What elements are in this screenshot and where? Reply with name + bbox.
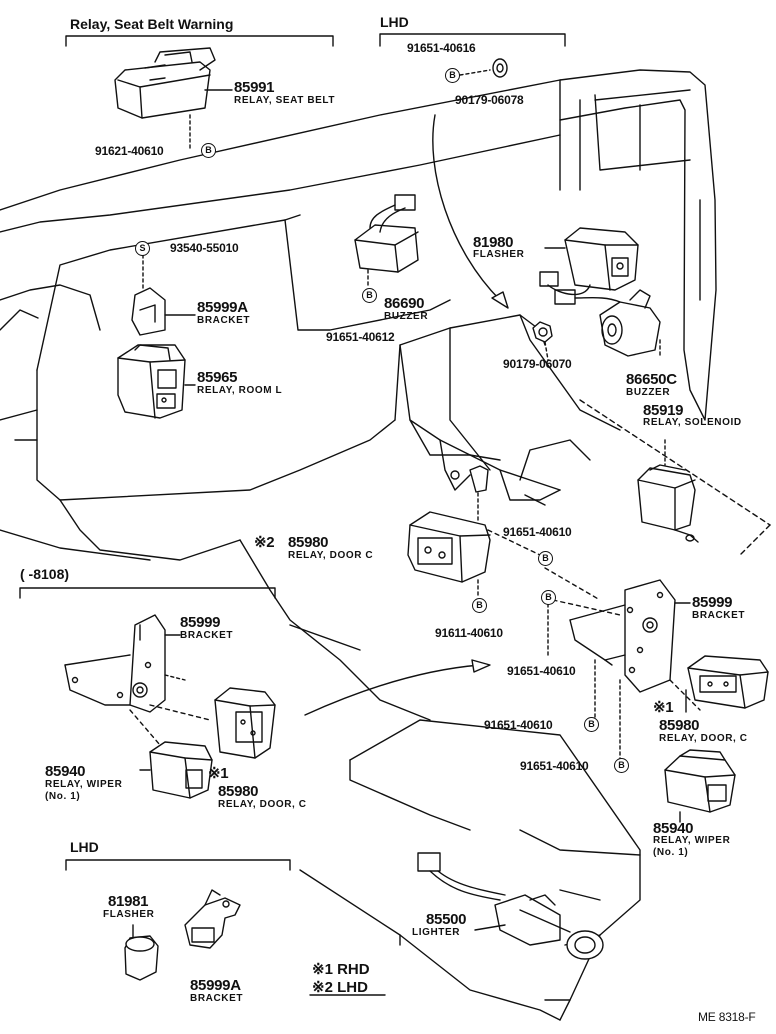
section-header-range-8108: ( -8108) [20, 566, 70, 582]
bolt-symbol-icon: B [201, 143, 216, 158]
bracket-85999-left-drawing [64, 614, 211, 746]
section-bracket-lhd-top [379, 33, 566, 47]
reference-arrow [304, 114, 509, 716]
part-number-85980-right: 85980 [659, 717, 700, 734]
bracket-85999-right-drawing [544, 567, 701, 761]
part-number-91651-40616: 91651-40616 [407, 41, 476, 55]
relay-door-c-center-drawing [407, 465, 541, 599]
buzzer-86650c-drawing [554, 289, 661, 357]
section-bracket-lhd-bottom [65, 859, 291, 871]
part-number-85940-right: 85940 [653, 820, 694, 837]
bolt-symbol-icon: B [614, 758, 629, 773]
flasher-81980-drawing [539, 227, 639, 296]
part-name-relay-door-c-center: RELAY, DOOR C [288, 550, 374, 561]
section-header-lhd-bottom: LHD [70, 839, 99, 855]
part-number-85999a-top: 85999A [197, 299, 248, 316]
part-name-relay-solenoid: RELAY, SOLENOID [643, 417, 742, 428]
relay-door-c-left-drawing [214, 687, 276, 759]
bolt-symbol-icon: B [584, 717, 599, 732]
flasher-81981-drawing [124, 924, 159, 981]
part-name-bracket-bottom: BRACKET [190, 993, 244, 1004]
part-number-90179-06070: 90179-06070 [503, 357, 572, 371]
part-name-relay-door-c-left: RELAY, DOOR, C [218, 799, 307, 810]
part-name-bracket-right: BRACKET [692, 610, 746, 621]
part-name-lighter: LIGHTER [412, 927, 461, 938]
part-name-relay-wiper-left: RELAY, WIPER [45, 779, 123, 790]
part-number-91651-40610-b: 91651-40610 [507, 664, 576, 678]
part-number-91651-40610-a: 91651-40610 [503, 525, 572, 539]
bolt-symbol-icon: B [362, 288, 377, 303]
section-header-seat-belt-warning: Relay, Seat Belt Warning [70, 16, 234, 32]
legend-lhd: ※2 LHD [312, 979, 368, 996]
section-bracket-seat-belt [65, 35, 334, 47]
part-number-85965: 85965 [197, 369, 238, 386]
relay-room-l-drawing [117, 344, 196, 419]
screw-symbol-icon: S [135, 241, 150, 256]
part-number-85940-left: 85940 [45, 763, 86, 780]
relay-door-c-right-drawing [685, 655, 769, 713]
part-number-91621-40610: 91621-40610 [95, 144, 164, 158]
buzzer-86690-drawing [354, 194, 419, 289]
relay-seat-belt-drawing [114, 47, 233, 149]
mark-1-right: ※1 [653, 699, 674, 716]
relay-wiper-left-drawing [139, 741, 213, 799]
part-number-91611-40610: 91611-40610 [435, 626, 503, 640]
part-number-85500: 85500 [426, 911, 467, 928]
part-number-91651-40610-c: 91651-40610 [484, 718, 553, 732]
nut-top-drawing [459, 58, 508, 78]
part-name-relay-seat-belt: RELAY, SEAT BELT [234, 95, 336, 106]
part-number-85999-right: 85999 [692, 594, 733, 611]
bolt-symbol-icon: B [541, 590, 556, 605]
bolt-symbol-icon: B [538, 551, 553, 566]
bracket-85999a-top-drawing [131, 254, 196, 336]
bolt-symbol-icon: B [445, 68, 460, 83]
part-number-85999-left: 85999 [180, 614, 221, 631]
section-bracket-8108 [19, 587, 276, 599]
mark-2: ※2 [254, 534, 275, 551]
section-header-lhd-top: LHD [380, 14, 409, 30]
part-number-86690: 86690 [384, 295, 425, 312]
part-name-buzzer-86690: BUZZER [384, 311, 429, 322]
part-number-93540-55010: 93540-55010 [170, 241, 239, 255]
part-number-85999a-bottom: 85999A [190, 977, 241, 994]
lighter-drawing [417, 852, 604, 960]
part-name-relay-door-c-right: RELAY, DOOR, C [659, 733, 748, 744]
part-number-85991: 85991 [234, 79, 275, 96]
bolt-symbol-icon: B [472, 598, 487, 613]
part-number-90179-06078: 90179-06078 [455, 93, 524, 107]
nut-90179-06070-drawing [532, 321, 553, 361]
part-name-relay-wiper-right: RELAY, WIPER [653, 835, 731, 846]
part-number-81981: 81981 [108, 893, 149, 910]
part-number-91651-40610-d: 91651-40610 [520, 759, 589, 773]
figure-code: ME 8318-F [698, 1010, 756, 1024]
mark-1-left: ※1 [208, 765, 229, 782]
center-bracket [394, 314, 621, 506]
part-name-flasher-81980: FLASHER [473, 249, 525, 260]
relay-wiper-right-drawing [664, 749, 736, 823]
part-number-85980-left: 85980 [218, 783, 259, 800]
part-name-flasher-81981: FLASHER [103, 909, 155, 920]
part-name-bracket-left: BRACKET [180, 630, 234, 641]
bracket-85999a-bottom-drawing [184, 889, 241, 949]
legend-rhd: ※1 RHD [312, 961, 370, 978]
part-sub-relay-wiper-left: (No. 1) [45, 791, 81, 802]
part-sub-relay-wiper-right: (No. 1) [653, 847, 689, 858]
part-name-buzzer-86650c: BUZZER [626, 387, 671, 398]
part-number-86650c: 86650C [626, 371, 677, 388]
instrument-panel [0, 69, 717, 721]
relay-solenoid-drawing [579, 399, 771, 556]
part-number-85919: 85919 [643, 402, 684, 419]
part-name-bracket-top: BRACKET [197, 315, 251, 326]
part-name-relay-room-l: RELAY, ROOM L [197, 385, 283, 396]
part-number-81980: 81980 [473, 234, 514, 251]
part-number-91651-40612: 91651-40612 [326, 330, 395, 344]
part-number-85980-center: 85980 [288, 534, 329, 551]
